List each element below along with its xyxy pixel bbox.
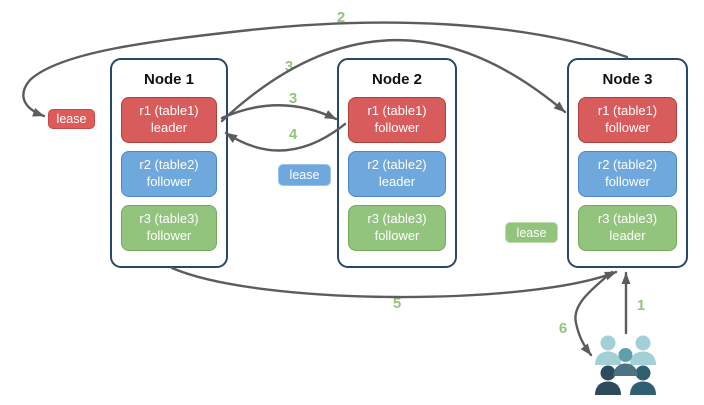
node-1-replica-r2: r2 (table2) follower [121, 151, 217, 197]
replica-role: leader [378, 174, 416, 189]
node-1-title: Node 1 [143, 71, 194, 88]
lease-badge-r3: lease [505, 222, 558, 243]
replica-role: leader [150, 120, 188, 135]
arrow-label-1: 1 [636, 297, 646, 314]
replica-role: follower [605, 120, 650, 135]
replica-name: r1 (table1) [367, 103, 427, 119]
replica-role: follower [374, 228, 420, 243]
replica-role: follower [374, 120, 420, 135]
node-3-replica-r1: r1 (table1) follower [578, 97, 677, 143]
node-2-replica-r1: r1 (table1) follower [348, 97, 446, 143]
replica-role: follower [146, 228, 192, 243]
replica-role: follower [605, 174, 650, 189]
replica-name: r1 (table1) [597, 103, 658, 119]
node-2-replica-r3: r3 (table3) follower [348, 205, 446, 251]
arrow-label-3-short: 3 [288, 90, 298, 107]
arrow-label-3-long: 3 [284, 58, 294, 75]
node-3-replica-r3: r3 (table3) leader [578, 205, 677, 251]
lease-badge-r2: lease [278, 164, 331, 186]
replica-name: r3 (table3) [139, 211, 199, 227]
node-1-replica-r3: r3 (table3) follower [121, 205, 217, 251]
person-center-icon [613, 348, 638, 376]
person-top-right-icon [630, 335, 656, 365]
arrow-label-4: 4 [288, 126, 298, 143]
replica-name: r1 (table1) [139, 103, 199, 119]
replica-name: r2 (table2) [367, 157, 427, 173]
person-top-left-icon [595, 335, 621, 365]
replica-name: r3 (table3) [597, 211, 658, 227]
replica-role: follower [146, 174, 192, 189]
arrow-3-short [220, 104, 338, 121]
person-bottom-right-icon [630, 365, 656, 395]
arrow-label-6: 6 [558, 320, 568, 337]
users-icon [595, 335, 656, 395]
node-3-replica-r2: r2 (table2) follower [578, 151, 677, 197]
node-2-title: Node 2 [371, 71, 422, 88]
node-3: Node 3 r1 (table1) follower r2 (table2) … [567, 58, 688, 268]
arrow-label-2: 2 [336, 9, 346, 26]
node-3-title: Node 3 [602, 71, 653, 88]
arrow-label-5: 5 [392, 295, 402, 312]
arrow-5 [170, 266, 618, 299]
node-1: Node 1 r1 (table1) leader r2 (table2) fo… [110, 58, 228, 268]
lease-badge-r1: lease [48, 109, 95, 129]
node-1-replica-r1: r1 (table1) leader [121, 97, 217, 143]
replica-name: r2 (table2) [139, 157, 199, 173]
replica-name: r3 (table3) [367, 211, 427, 227]
replica-name: r2 (table2) [597, 157, 658, 173]
node-2-replica-r2: r2 (table2) leader [348, 151, 446, 197]
node-2: Node 2 r1 (table1) follower r2 (table2) … [337, 58, 457, 268]
person-bottom-left-icon [595, 365, 621, 395]
replica-role: leader [609, 228, 646, 243]
